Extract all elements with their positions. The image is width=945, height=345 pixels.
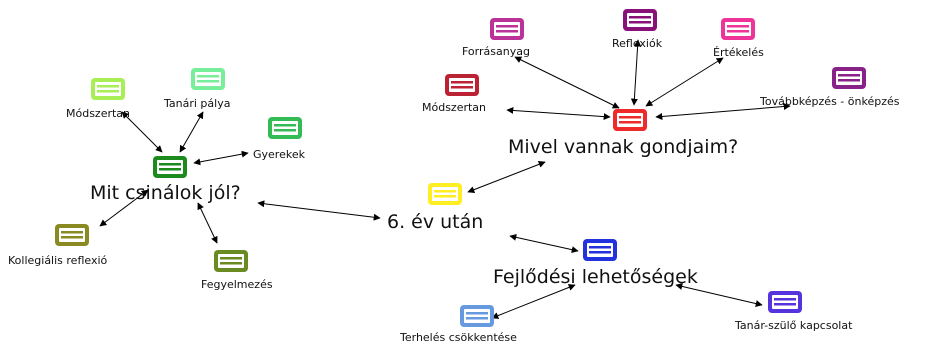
leaf-label-gyerekek: Gyerekek [253,148,305,161]
connector-mivel-modszertan [506,106,611,121]
hub-label-fejlodesi-lehetosegek: Fejlődési lehetőségek [493,266,698,288]
leaf-note-icon-forrasanyag[interactable] [490,18,524,40]
leaf-label-tanari-palya: Tanári pálya [164,97,231,110]
connector-mit-tanari-palya [179,111,204,153]
connector-fejl-terheles [491,284,576,319]
leaf-note-icon-terheles-csokkentese[interactable] [460,305,494,327]
leaf-note-icon-fegyelmezes[interactable] [214,250,248,272]
leaf-label-reflexiok: Reflexiók [612,37,663,50]
leaf-label-forrasanyag: Forrásanyag [462,45,530,58]
leaf-label-ertekeles: Értékelés [713,46,764,59]
leaf-note-icon-tanar-szulo-kapcsolat[interactable] [768,291,802,313]
leaf-label-tanar-szulo-kapcsolat: Tanár-szülő kapcsolat [735,319,853,332]
connector-mit-fegyelmezes [197,202,218,244]
hub-label-mit-csinalok-jol: Mit csinálok jól? [90,182,241,204]
leaf-label-tovabbkepzes-onkepzes: Továbbképzés - önképzés [760,95,900,108]
connector-mivel-reflexiok [630,39,642,106]
leaf-note-icon-ertekeles[interactable] [721,18,755,40]
hub-label-mivel-vannak-gondjaim: Mivel vannak gondjaim? [508,136,739,158]
leaf-note-icon-kollegialis-reflexio[interactable] [55,224,89,246]
leaf-note-icon-tanari-palya[interactable] [191,68,225,90]
connector-fejl-center [509,233,579,254]
connector-mivel-ertekeles [645,57,724,107]
hub-note-icon-fejlodesi-lehetosegek[interactable] [583,239,617,261]
leaf-label-fegyelmezes: Fegyelmezés [201,278,273,291]
leaf-label-modszertan-right: Módszertan [422,101,487,114]
connector-mivel-forrasanyag [514,56,620,109]
connector-fejl-tanar-szulo [675,283,763,307]
hub-note-icon-mivel-vannak-gondjaim[interactable] [613,109,647,131]
connector-mivel-tovabbkepzes [655,103,791,120]
center-label: 6. év után [387,211,484,233]
leaf-note-icon-reflexiok[interactable] [623,9,657,31]
leaf-label-kollegialis-reflexio: Kollegiális reflexió [8,254,108,267]
leaf-note-icon-tovabbkepzes-onkepzes[interactable] [832,67,866,89]
leaf-note-icon-modszertan-left[interactable] [91,78,125,100]
leaf-label-modszertan-left: Módszertan [66,107,131,120]
leaf-label-terheles-csokkentese: Terhelés csökkentése [400,331,517,344]
leaf-note-icon-modszertan-right[interactable] [445,74,479,96]
connector-mit-center [257,200,381,221]
connector-mit-modszertan [121,111,163,153]
hub-note-icon-mit-csinalok-jol[interactable] [153,156,187,178]
leaf-note-icon-gyerekek[interactable] [268,117,302,139]
center-note-icon[interactable] [428,183,462,205]
connector-mivel-center [467,161,546,193]
connector-mit-kollegialis [99,189,149,227]
connector-mit-gyerekek [193,150,249,166]
